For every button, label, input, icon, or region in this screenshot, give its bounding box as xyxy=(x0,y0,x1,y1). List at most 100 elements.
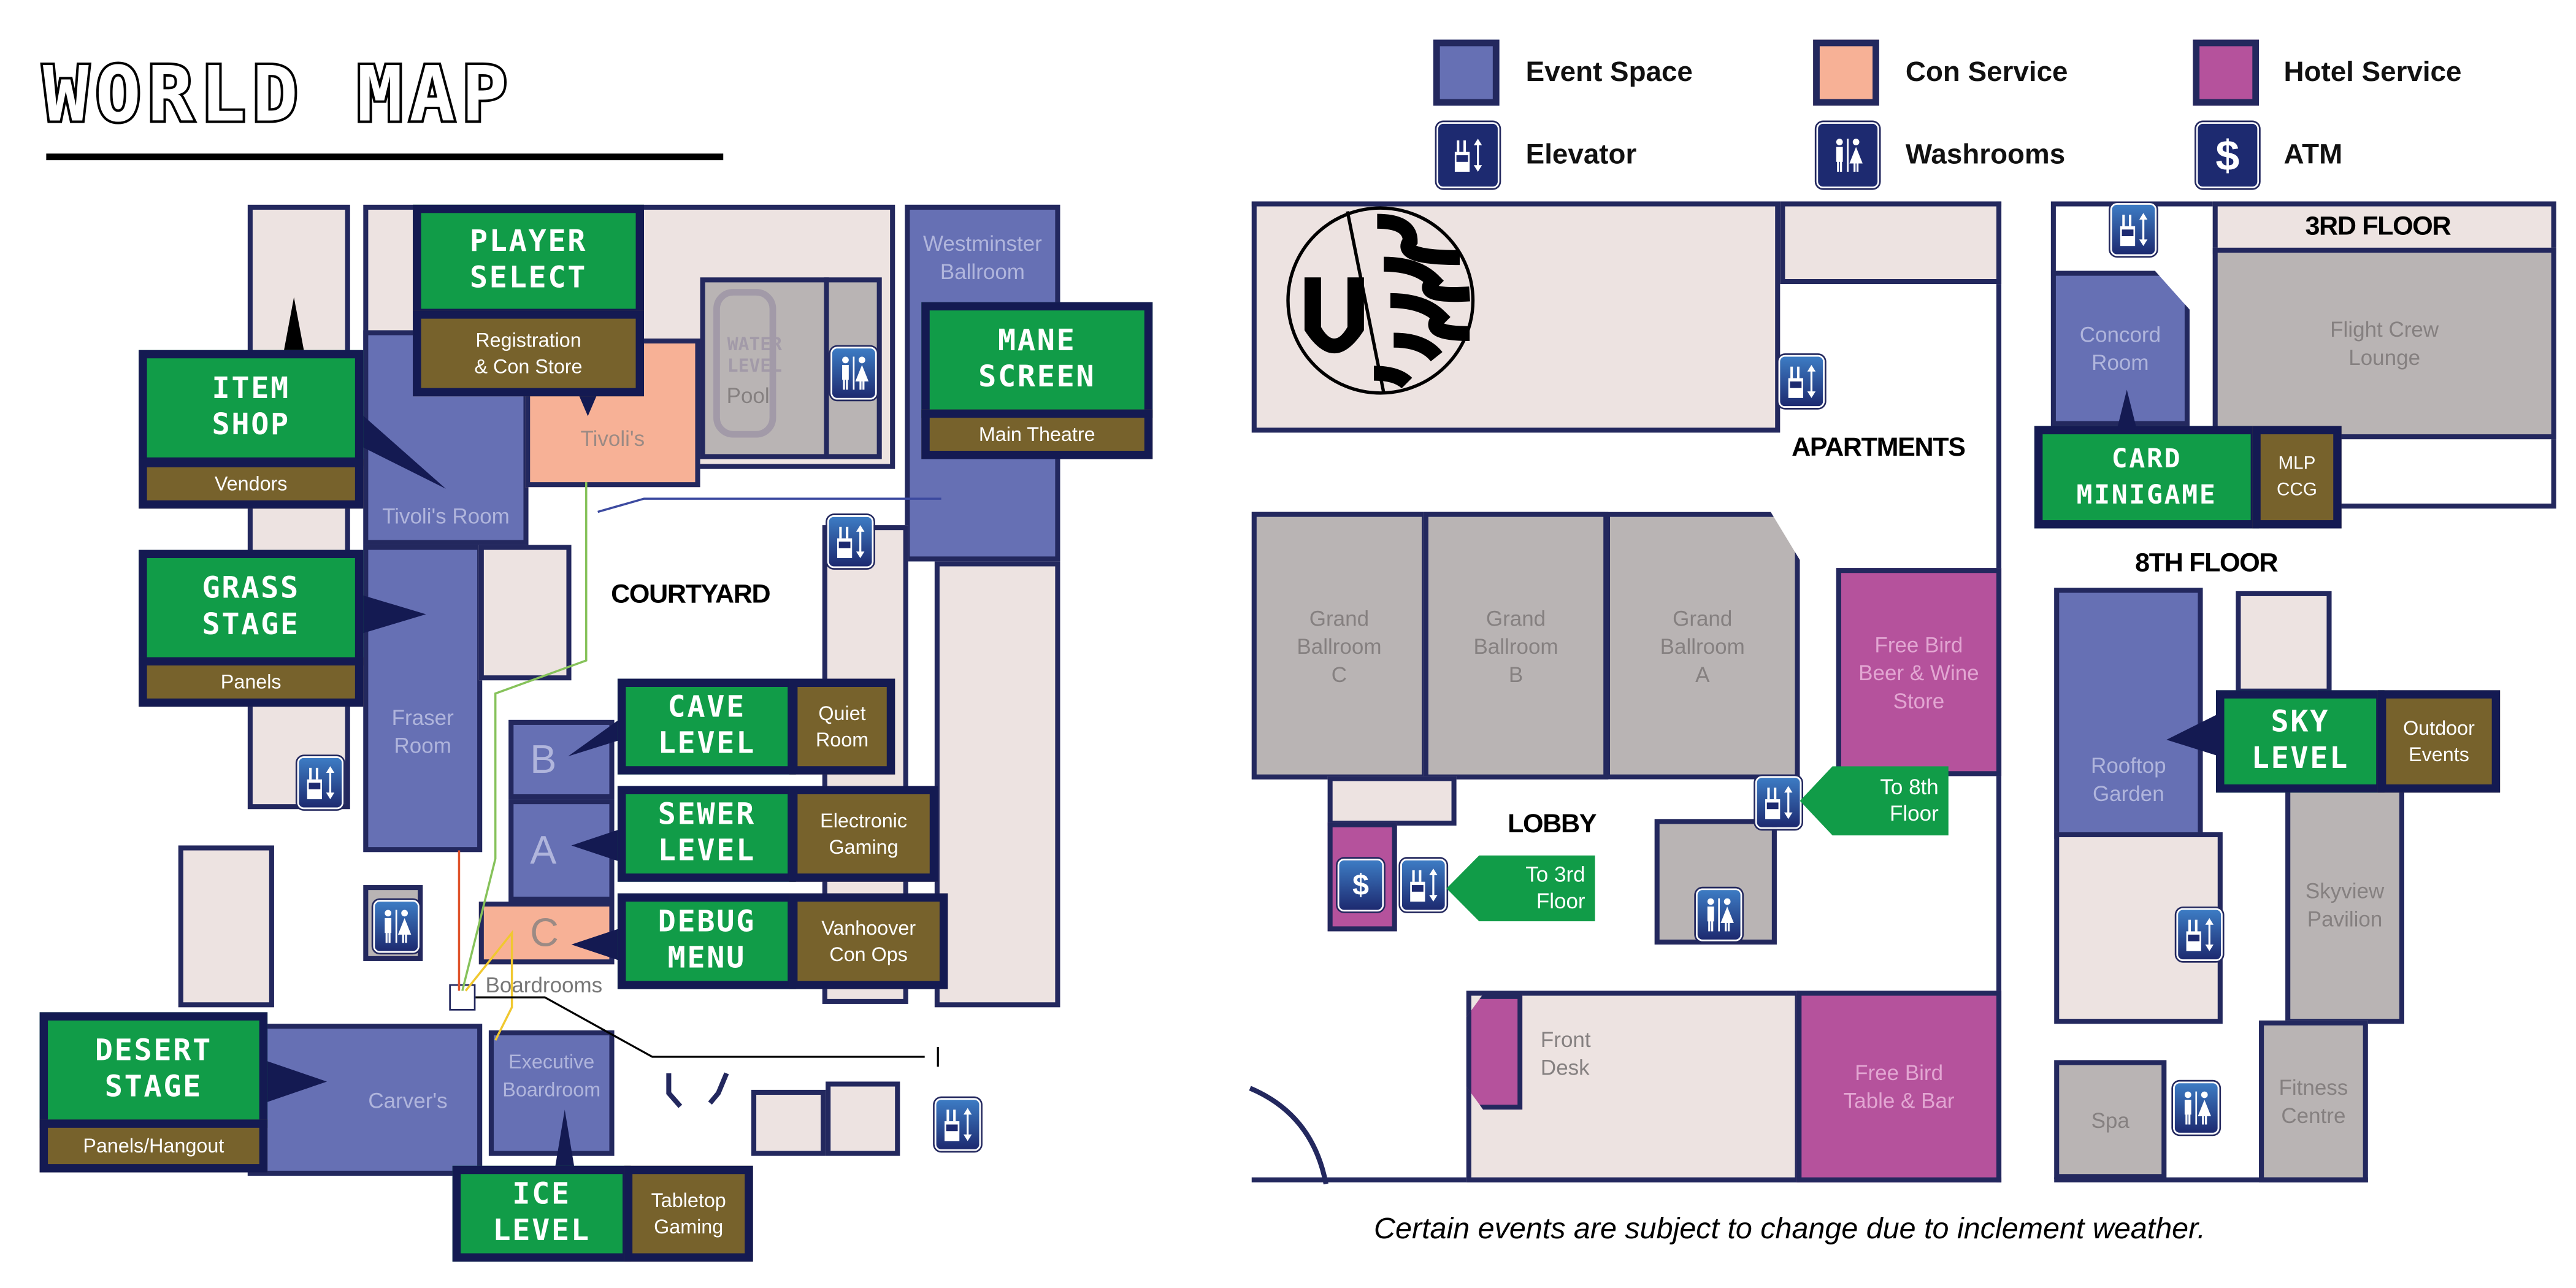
room-executive-boardroom: Executive Boardroom xyxy=(488,1030,615,1156)
room-concord: Concord Room xyxy=(2050,270,2190,426)
callout-mane-screen-sub: Main Theatre xyxy=(921,409,1153,459)
room-southwest xyxy=(178,845,274,1008)
room-b: B xyxy=(508,719,615,800)
callout-player-select[interactable]: PLAYER SELECT xyxy=(413,204,644,317)
room-south-1 xyxy=(751,1089,826,1156)
area-label-8th-floor: 8TH FLOOR xyxy=(2135,550,2278,578)
callout-debug-menu[interactable]: DEBUG MENU xyxy=(617,893,796,989)
footer-note: Certain events are subject to change due… xyxy=(1373,1212,2206,1245)
room-label: Front Desk xyxy=(1540,1027,1591,1080)
room-label-boardrooms: Boardrooms xyxy=(485,972,603,998)
washroom-icon xyxy=(2173,1081,2220,1135)
direction-to-8th-floor: To 8th Floor xyxy=(1800,766,1949,836)
room-label: A xyxy=(530,828,557,873)
elevator-icon xyxy=(2110,203,2157,256)
area-label-apartments: APARTMENTS xyxy=(1792,434,1966,462)
callout-sky-level[interactable]: SKY LEVEL xyxy=(2216,690,2385,793)
callout-desert-stage-sub: Panels/Hangout xyxy=(39,1119,268,1173)
washroom-icon xyxy=(1816,122,1879,188)
callout-card-minigame-sub: MLP CCG xyxy=(2252,426,2342,529)
room-label: Grand Ballroom C xyxy=(1297,605,1382,686)
legend-swatch-con-service xyxy=(1813,39,1879,106)
pointer xyxy=(359,413,446,489)
room-label: Carver's xyxy=(368,1087,448,1113)
elevator-icon xyxy=(1400,858,1447,912)
pool-label: Pool xyxy=(726,383,770,408)
area-label-courtyard: COURTYARD xyxy=(611,581,770,610)
room-label: Grand Ballroom A xyxy=(1660,605,1745,686)
room-label: Westminster Ballroom xyxy=(922,231,1042,285)
corridor-east xyxy=(934,561,1060,1008)
pointer xyxy=(264,1060,328,1103)
room-free-bird-bar: Free Bird Table & Bar xyxy=(1796,991,2002,1183)
room-spa: Spa xyxy=(2054,1060,2167,1179)
atm-icon: $ xyxy=(2196,122,2260,188)
room-west-small xyxy=(478,545,572,681)
room-south-2 xyxy=(826,1081,900,1156)
legend-label: Elevator xyxy=(1525,139,1637,171)
callout-mane-screen[interactable]: MANE SCREEN xyxy=(921,302,1153,418)
elevator-icon xyxy=(297,756,343,810)
room-lobby-west xyxy=(1327,776,1457,826)
pool-divider xyxy=(824,277,829,459)
room-label: Free Bird Table & Bar xyxy=(1843,1060,1955,1113)
callout-player-select-sub: Registration & Con Store xyxy=(413,310,644,397)
direction-to-3rd-floor: To 3rd Floor xyxy=(1446,855,1595,922)
callout-ice-level[interactable]: ICE LEVEL xyxy=(452,1165,631,1262)
room-fraser: Fraser Room xyxy=(363,545,483,853)
map-title: WORLD MAP xyxy=(40,47,514,141)
pointer xyxy=(568,718,621,757)
legend-label: Hotel Service xyxy=(2283,56,2462,88)
washroom-icon xyxy=(373,900,420,953)
callout-item-shop-sub: Vendors xyxy=(139,459,364,509)
washroom-icon xyxy=(830,347,877,400)
callout-cave-level-sub: Quiet Room xyxy=(789,678,895,775)
pool-outline xyxy=(713,289,776,438)
elevator-icon xyxy=(1778,355,1825,408)
room-label: Flight Crew Lounge xyxy=(2330,316,2439,370)
room-rooftop-garden: Rooftop Garden xyxy=(2054,588,2203,839)
callout-item-shop[interactable]: ITEM SHOP xyxy=(139,350,364,466)
front-desk-counter xyxy=(1466,994,1523,1110)
room-grand-ballroom-b: Grand Ballroom B xyxy=(1423,512,1609,780)
callout-debug-menu-sub: Vanhoover Con Ops xyxy=(789,893,948,989)
pointer xyxy=(284,297,304,350)
room-label: Rooftop Garden xyxy=(2091,753,2166,806)
washroom-icon xyxy=(1695,888,1742,941)
legend-swatch-hotel-service xyxy=(2193,39,2260,106)
room-a: A xyxy=(508,799,615,902)
room-label: Free Bird Beer & Wine Store xyxy=(1858,631,1979,713)
elevator-icon xyxy=(1755,776,1802,829)
entrance-door xyxy=(1249,1086,1328,1185)
pointer xyxy=(571,829,621,862)
callout-card-minigame[interactable]: CARD MINIGAME xyxy=(2034,426,2260,529)
room-carvers: Carver's xyxy=(247,1024,483,1176)
room-label: Grand Ballroom B xyxy=(1473,605,1558,686)
area-label-lobby: LOBBY xyxy=(1508,810,1597,839)
room-free-bird-store: Free Bird Beer & Wine Store xyxy=(1836,568,2002,776)
callout-grass-stage[interactable]: GRASS STAGE xyxy=(139,550,364,665)
elevator-icon xyxy=(934,1098,981,1151)
elevator-icon xyxy=(827,515,874,569)
callout-sky-level-sub: Outdoor Events xyxy=(2377,690,2501,793)
pointer xyxy=(554,1110,575,1170)
atm-symbol: $ xyxy=(1352,867,1369,901)
legend-label: Washrooms xyxy=(1905,139,2066,171)
apartments-east xyxy=(1780,201,2002,285)
pointer xyxy=(359,594,426,634)
eighth-floor-wall xyxy=(2054,1177,2368,1183)
room-label: Spa xyxy=(2091,1107,2129,1132)
room-label: Skyview Pavilion xyxy=(2305,878,2385,932)
room-grand-ballroom-c: Grand Ballroom C xyxy=(1251,512,1427,780)
legend-swatch-event-space xyxy=(1433,39,1500,106)
room-grand-ballroom-a: Grand Ballroom A xyxy=(1604,512,1800,780)
pool-sign: WATER LEVEL xyxy=(727,333,782,377)
room-skyview-pavilion: Skyview Pavilion xyxy=(2285,786,2404,1024)
callout-desert-stage[interactable]: DESERT STAGE xyxy=(39,1012,268,1128)
callout-ice-level-sub: Tabletop Gaming xyxy=(624,1165,753,1262)
pointer xyxy=(571,928,621,961)
callout-cave-level[interactable]: CAVE LEVEL xyxy=(617,678,796,775)
callout-sewer-level[interactable]: SEWER LEVEL xyxy=(617,786,796,882)
room-label: Fraser Room xyxy=(391,705,454,758)
